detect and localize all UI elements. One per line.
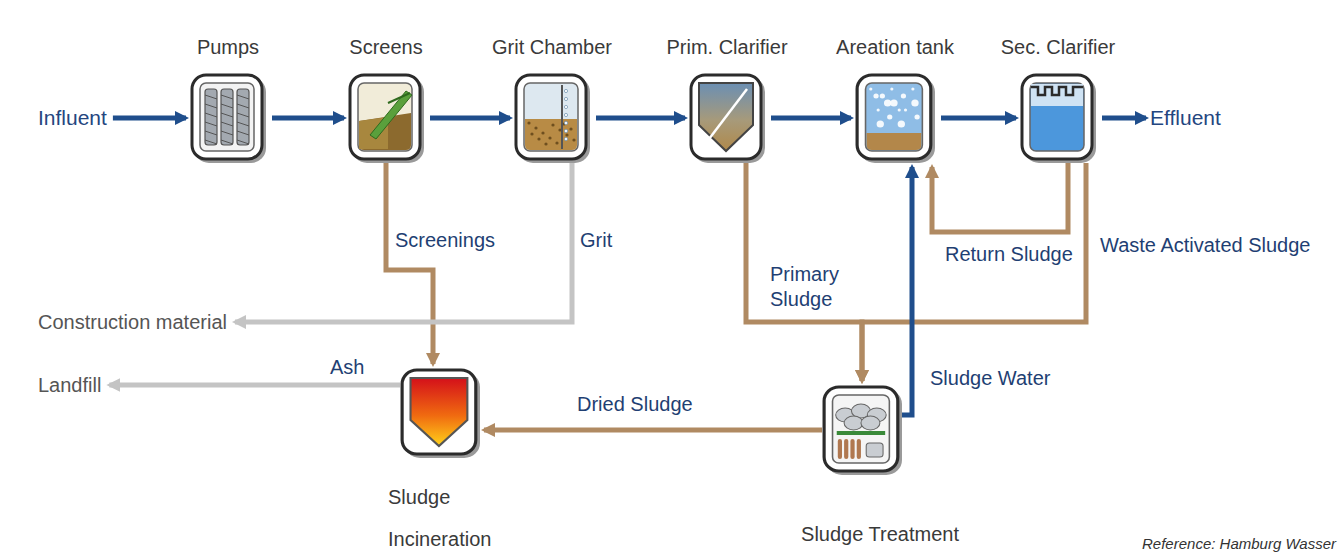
flow-label: Ash	[330, 355, 364, 380]
flow-label: Primary Sludge	[770, 262, 865, 312]
flow-endpoint: Influent	[38, 106, 107, 130]
process-label: Sludge Incineration	[388, 476, 498, 554]
flow-arrow	[902, 167, 912, 415]
flow-arrow	[272, 116, 344, 121]
flow-arrow	[596, 116, 685, 121]
flow-arrow	[386, 163, 433, 364]
process-illustration	[689, 73, 765, 163]
flow-arrow	[484, 428, 822, 433]
process-illustration	[855, 73, 935, 163]
process-illustration	[348, 73, 424, 163]
flow-arrow	[113, 116, 186, 121]
endpoint-label: Landfill	[38, 374, 101, 397]
process-icon: Sludge Incineration	[400, 368, 480, 458]
process-illustration	[190, 73, 266, 163]
endpoint-label: Effluent	[1150, 106, 1221, 130]
process-label: Grit Chamber	[492, 36, 612, 59]
flow-label: Dried Sludge	[577, 392, 693, 417]
process-icon: Pumps	[190, 73, 266, 163]
flow-arrow	[771, 116, 851, 121]
process-label: Prim. Clarifier	[666, 36, 787, 59]
flow-arrow	[235, 163, 572, 322]
endpoint-label: Influent	[38, 106, 107, 130]
process-label: Sludge Treatment	[801, 523, 959, 546]
flow-arrow	[862, 163, 1086, 381]
flow-arrow	[1102, 116, 1146, 121]
flow-label: Grit	[580, 228, 612, 253]
process-icon: Grit Chamber	[514, 73, 590, 163]
flow-arrow	[109, 383, 400, 388]
process-icon: Screens	[348, 73, 424, 163]
process-illustration	[1020, 73, 1096, 163]
flow-label: Waste Activated Sludge	[1100, 233, 1315, 258]
output-endpoint: Construction material	[38, 311, 227, 334]
reference-note: Reference: Hamburg Wasser	[1142, 535, 1336, 552]
process-icon: Areation tank	[855, 73, 935, 163]
flow-endpoint: Effluent	[1150, 106, 1221, 130]
flow-label: Screenings	[395, 228, 495, 253]
process-label: Pumps	[197, 36, 259, 59]
endpoint-label: Construction material	[38, 311, 227, 334]
process-icon: Sludge Treatment	[822, 385, 902, 475]
output-endpoint: Landfill	[38, 374, 101, 397]
flow-label: Sludge Water	[930, 366, 1050, 391]
flow-arrow	[932, 163, 1068, 232]
process-icon: Prim. Clarifier	[689, 73, 765, 163]
process-icon: Sec. Clarifier	[1020, 73, 1096, 163]
process-label: Areation tank	[836, 36, 954, 59]
process-illustration	[822, 385, 902, 475]
process-illustration	[400, 368, 480, 458]
flow-arrow	[941, 116, 1016, 121]
process-label: Sec. Clarifier	[1001, 36, 1115, 59]
flow-arrow	[430, 116, 510, 121]
process-label: Screens	[349, 36, 422, 59]
process-illustration	[514, 73, 590, 163]
flow-label: Return Sludge	[945, 242, 1073, 267]
